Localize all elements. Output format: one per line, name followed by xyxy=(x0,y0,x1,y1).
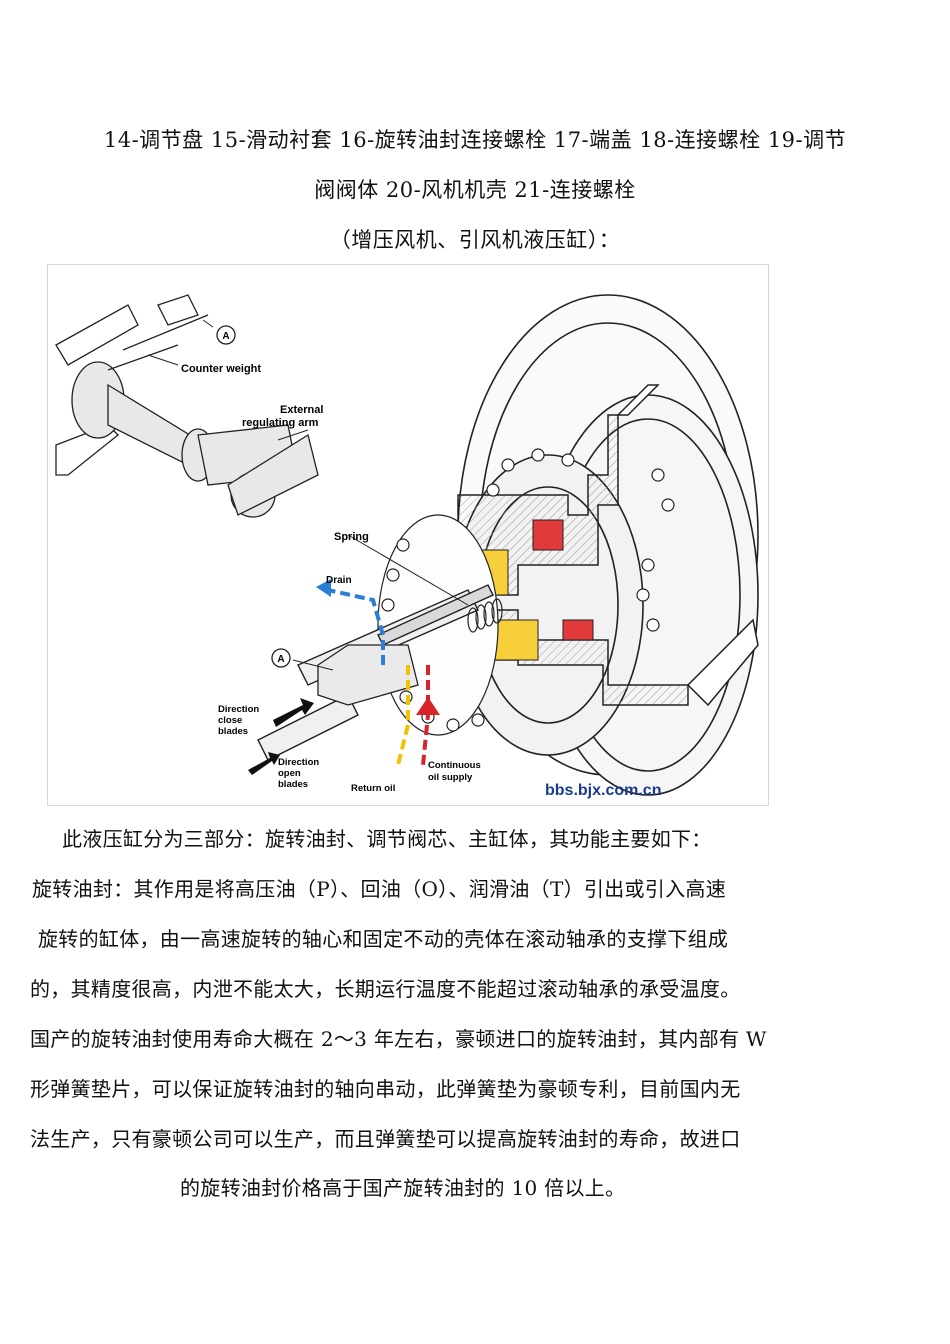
direction-open-label-2: open xyxy=(278,768,301,779)
marker-a-top xyxy=(216,325,236,345)
spring-coils xyxy=(467,598,503,633)
return-flow-line xyxy=(396,665,410,766)
leader-lines xyxy=(147,319,469,671)
direction-open-arrow xyxy=(248,752,280,775)
hydraulic-cylinder-diagram: A A Counter weight External regulating a… xyxy=(55,294,759,799)
paragraph-intro: 此液压缸分为三部分：旋转油封、调节阀芯、主缸体，其功能主要如下： xyxy=(62,827,712,851)
marker-a-bottom xyxy=(271,648,291,668)
paragraph-line-5: 国产的旋转油封使用寿命大概在 2～3 年左右，豪顿进口的旋转油封，其内部有 W xyxy=(30,1027,767,1051)
direction-open-label-1: Direction xyxy=(278,757,319,768)
marker-a-top-label: A xyxy=(222,331,229,342)
continuous-supply-label-2: oil supply xyxy=(428,772,473,783)
direction-close-label-3: blades xyxy=(218,726,248,737)
paragraph-line-8: 的旋转油封价格高于国产旋转油封的 10 倍以上。 xyxy=(180,1176,626,1200)
valve-housing xyxy=(317,644,419,706)
supply-arrowhead xyxy=(416,697,440,715)
marker-a-bottom-label: A xyxy=(277,654,284,665)
direction-close-arrow xyxy=(273,698,314,727)
spring-label: Spring xyxy=(334,531,369,543)
paragraph-line-2: 旋转油封：其作用是将高压油（P）、回油（O）、润滑油（T）引出或引入高速 xyxy=(32,877,726,901)
caption-line-3: （增压风机、引风机液压缸）： xyxy=(329,228,621,252)
red-chamber-upper xyxy=(532,519,564,551)
external-arm-label-2: regulating arm xyxy=(242,417,319,429)
direction-close-label-1: Direction xyxy=(218,704,259,715)
red-chamber-lower xyxy=(562,619,594,641)
continuous-supply-label-1: Continuous xyxy=(428,760,481,771)
paragraph-line-4: 的，其精度很高，内泄不能太大，长期运行温度不能超过滚动轴承的承受温度。 xyxy=(30,977,741,1001)
drain-label: Drain xyxy=(326,575,352,586)
paragraph-line-6: 形弹簧垫片，可以保证旋转油封的轴向串动，此弹簧垫为豪顿专利，目前国内无 xyxy=(30,1077,741,1101)
direction-open-label-3: blades xyxy=(278,779,308,790)
paragraph-line-7: 法生产，只有豪顿公司可以生产，而且弹簧垫可以提高旋转油封的寿命，故进口 xyxy=(30,1127,741,1151)
paragraph-line-3: 旋转的缸体，由一高速旋转的轴心和固定不动的壳体在滚动轴承的支撑下组成 xyxy=(38,927,729,951)
counter-weight-label: Counter weight xyxy=(181,363,261,375)
return-oil-label: Return oil xyxy=(351,783,395,794)
external-arm-label-1: External xyxy=(280,404,323,416)
caption-line-2: 阀阀体 20-风机机壳 21-连接螺栓 xyxy=(314,178,636,202)
drain-arrowhead xyxy=(316,579,331,597)
hydraulic-cylinder-figure: A A Counter weight External regulating a… xyxy=(47,264,769,806)
caption-line-1: 14-调节盘 15-滑动衬套 16-旋转油封连接螺栓 17-端盖 18-连接螺栓… xyxy=(103,128,847,152)
linkage-assembly xyxy=(55,294,319,518)
direction-close-label-2: close xyxy=(218,715,242,726)
drain-flow-arrow xyxy=(327,588,385,665)
watermark-text: bbs.bjx.com.cn xyxy=(545,782,661,799)
